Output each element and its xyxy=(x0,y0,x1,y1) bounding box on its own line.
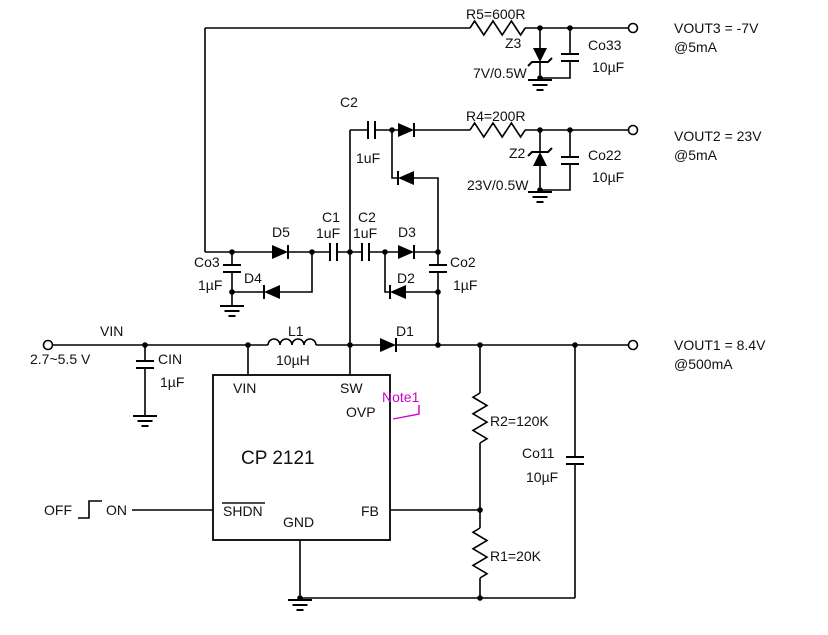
vout2-terminal xyxy=(627,124,639,136)
d4-diode xyxy=(263,285,280,299)
vout1-terminal xyxy=(627,339,639,351)
co11-capacitor xyxy=(566,456,584,465)
c2-mid-name: C2 xyxy=(358,209,376,225)
ic-pin-sw: SW xyxy=(340,380,363,396)
c1-value: 1uF xyxy=(316,225,340,241)
vout3-terminal xyxy=(627,22,639,34)
vout3-current: @5mA xyxy=(674,39,718,55)
cin-value: 1µF xyxy=(160,374,184,390)
ic-pin-vin: VIN xyxy=(233,380,256,396)
ic-body xyxy=(212,374,391,541)
ground-symbol-vout3 xyxy=(527,79,553,91)
vin-net-label: VIN xyxy=(100,323,123,339)
co2-value: 1µF xyxy=(453,277,477,293)
d2-label: D2 xyxy=(397,270,415,286)
c2-top-name: C2 xyxy=(340,94,358,110)
z2-zener-diode xyxy=(527,147,553,166)
co3-name: Co3 xyxy=(194,254,220,270)
vin-terminal xyxy=(42,339,54,351)
vout1-current: @500mA xyxy=(674,356,733,372)
c2-mid-capacitor xyxy=(361,243,370,261)
c1-name: C1 xyxy=(322,209,340,225)
z2-rating: 23V/0.5W xyxy=(467,177,529,193)
z3-zener-diode xyxy=(527,48,553,67)
co3-value: 1µF xyxy=(198,277,222,293)
d3-diode xyxy=(398,245,415,259)
cin-capacitor xyxy=(136,360,154,369)
r4-resistor xyxy=(469,121,526,139)
ic-pin-gnd: GND xyxy=(283,514,314,530)
co22-capacitor xyxy=(561,156,579,165)
ic-pin-ovp: OVP xyxy=(346,404,376,420)
ground-symbol-gnd xyxy=(287,599,313,611)
ic-pin-fb: FB xyxy=(361,503,379,519)
ground-symbol-cin xyxy=(132,415,158,427)
co22-name: Co22 xyxy=(588,147,622,163)
c2-top-capacitor xyxy=(367,121,376,139)
d5-label: D5 xyxy=(272,224,290,240)
co33-name: Co33 xyxy=(588,37,622,53)
r1-label: R1=20K xyxy=(490,548,542,564)
z3-rating: 7V/0.5W xyxy=(473,65,527,81)
note1-leader-line xyxy=(392,405,420,420)
vin-range-label: 2.7~5.5 V xyxy=(30,351,91,367)
co2-name: Co2 xyxy=(450,254,476,270)
ic-part-number: CP 2121 xyxy=(241,448,315,469)
l1-inductor xyxy=(267,338,317,346)
d1-label: D1 xyxy=(396,323,414,339)
vout3-label: VOUT3 = -7V xyxy=(674,20,759,36)
d2-diode xyxy=(389,285,406,299)
r2-resistor xyxy=(471,392,489,444)
d4-label: D4 xyxy=(244,270,262,286)
l1-name: L1 xyxy=(288,323,304,339)
vout2-current: @5mA xyxy=(674,147,718,163)
co11-name: Co11 xyxy=(522,445,555,461)
d1-diode xyxy=(380,338,397,352)
r5-resistor xyxy=(469,19,526,37)
r2-label: R2=120K xyxy=(490,413,549,429)
wires-vout3-rail xyxy=(204,27,629,252)
co33-capacitor xyxy=(561,53,579,62)
d5-diode xyxy=(272,245,289,259)
ground-symbol-co3 xyxy=(219,305,245,317)
vout2-label: VOUT2 = 23V xyxy=(674,128,762,144)
vout1-label: VOUT1 = 8.4V xyxy=(674,337,766,353)
c2-top-value: 1uF xyxy=(356,150,380,166)
z2-name: Z2 xyxy=(509,145,526,161)
wires-shdn-control xyxy=(78,500,213,519)
shdn-off-label: OFF xyxy=(44,502,72,518)
cin-name: CIN xyxy=(158,351,182,367)
co2-capacitor xyxy=(429,264,447,273)
co33-value: 10µF xyxy=(592,59,624,75)
pump-diode-top xyxy=(398,123,415,137)
pump-diode-mid xyxy=(397,171,414,185)
c2-mid-value: 1uF xyxy=(353,225,377,241)
co3-capacitor xyxy=(223,264,241,273)
wires-vout2-rail xyxy=(350,129,629,252)
shdn-on-label: ON xyxy=(106,502,127,518)
ground-symbol-vout2 xyxy=(527,191,553,203)
r5-label: R5=600R xyxy=(466,6,526,22)
d3-label: D3 xyxy=(398,224,416,240)
ic-pin-shdn: SHDN xyxy=(223,503,263,519)
r4-label: R4=200R xyxy=(466,108,526,124)
z3-name: Z3 xyxy=(505,35,522,51)
note1-label: Note1 xyxy=(382,389,420,405)
co22-value: 10µF xyxy=(592,169,624,185)
r1-resistor xyxy=(471,527,489,579)
c1-capacitor xyxy=(329,243,338,261)
wires-feedback-output xyxy=(299,345,576,599)
co11-value: 10µF xyxy=(526,469,558,485)
l1-value: 10µH xyxy=(276,352,310,368)
